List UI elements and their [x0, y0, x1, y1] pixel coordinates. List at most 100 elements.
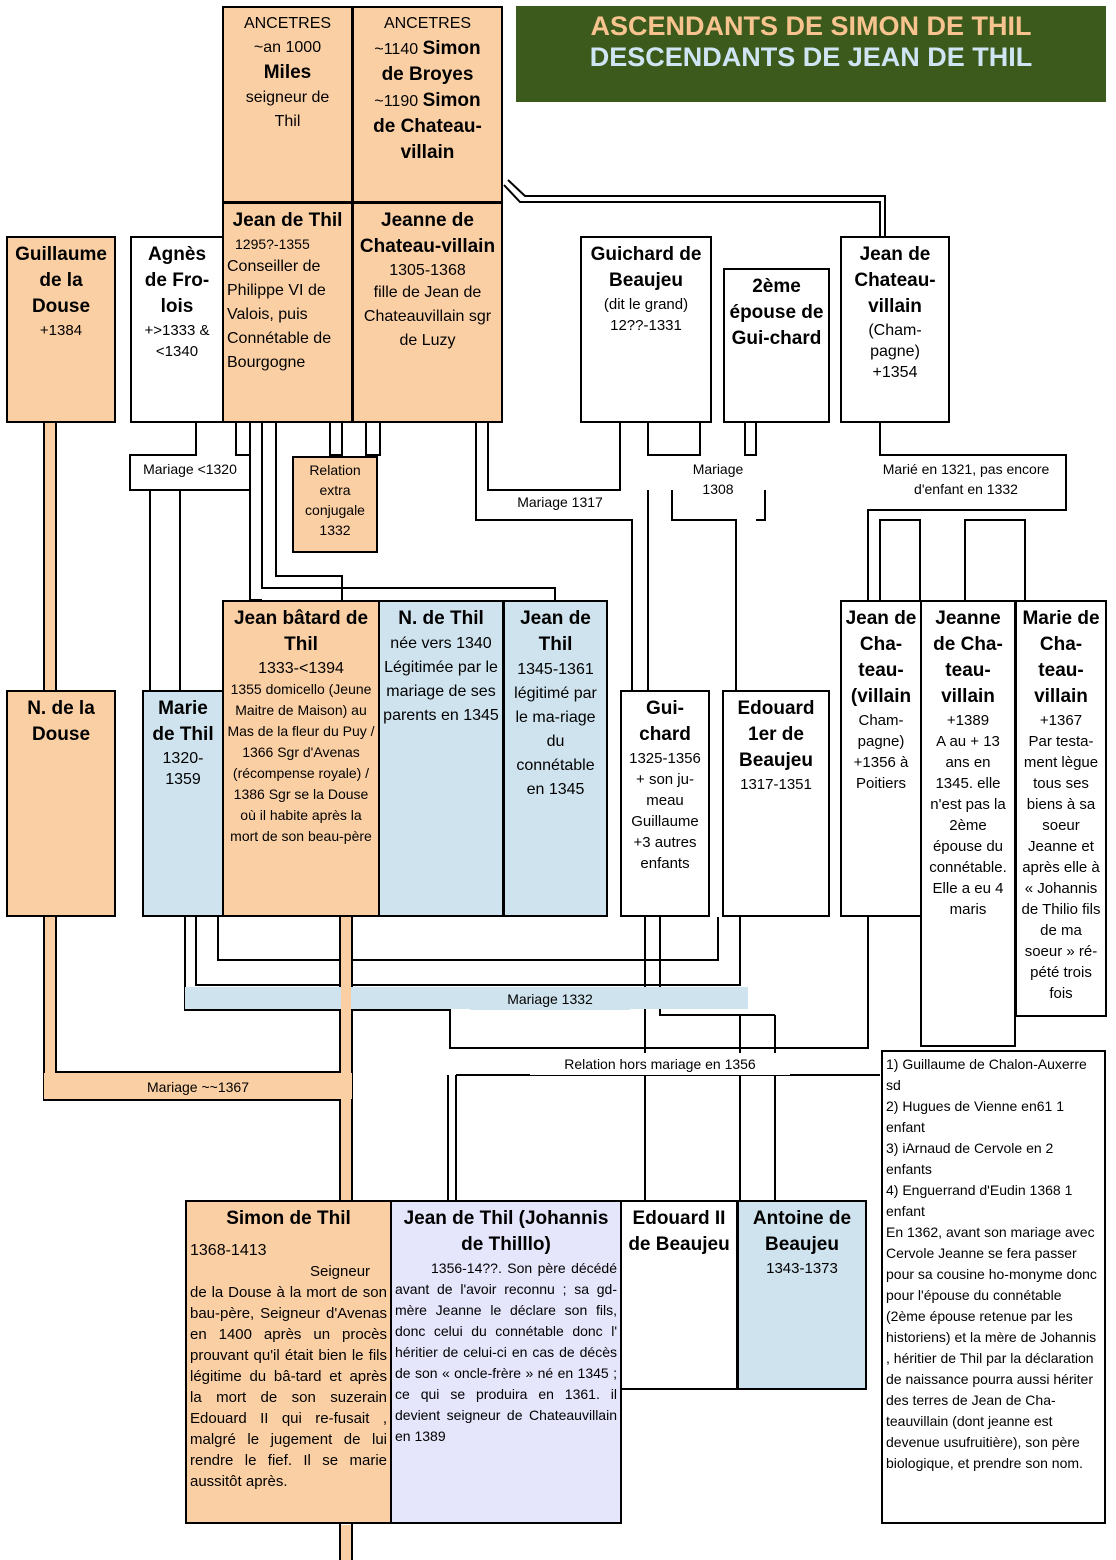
connector-mariage-1317: [487, 423, 621, 491]
chart-title: ASCENDANTS DE SIMON DE THIL DESCENDANTS …: [516, 6, 1106, 102]
person-dates: 1320-1359: [162, 750, 204, 788]
connector-ancestors: [503, 184, 881, 236]
note-line: En 1362, avant son mariage avec Cervole …: [886, 1224, 1097, 1471]
ancestors-date: ~an 1000: [253, 39, 322, 56]
person-dates: +1384: [39, 322, 83, 339]
person-name: N. de la Douse: [27, 698, 95, 745]
person-name: Jean bâtard de Thil: [233, 608, 369, 655]
ancestors-date: ~1190: [374, 93, 419, 110]
person-desc: Seigneur de la Douse à la mort de son ba…: [190, 1263, 387, 1490]
person-name: Agnès de Fro-lois: [144, 244, 210, 317]
title-line-1: ASCENDANTS DE SIMON DE THIL: [590, 11, 1032, 41]
person-dates: 1368-1413: [190, 1242, 267, 1259]
ancestors-heading: ANCETRES: [383, 15, 472, 32]
person-name: Gui-chard: [639, 698, 691, 745]
person-name: Jean de Chateau-villain: [854, 244, 936, 317]
title-line-2: DESCENDANTS DE JEAN DE THIL: [589, 42, 1033, 72]
note-line: 3) iArnaud de Cervole en 2 enfants: [886, 1140, 1054, 1177]
person-dates: 1295?-1355: [235, 236, 310, 252]
person-name: Antoine de Beaujeu: [752, 1208, 852, 1255]
person-name: Marie de Cha-teau-villain: [1022, 608, 1100, 707]
note-line: 2) Hugues de Vienne en61 1 enfant: [886, 1098, 1064, 1135]
person-desc: A au + 13 ans en 1345. elle n'est pas la…: [929, 733, 1007, 918]
ancestors-desc: seigneur de: [245, 89, 330, 106]
person-dates: 1356-14??.: [431, 1260, 502, 1276]
notes-jeanne-maris: 1) Guillaume de Chalon-Auxerre sd 2) Hug…: [881, 1050, 1106, 1524]
person-dates: 12??-1331: [610, 317, 682, 334]
person-desc: Légitimée par le mariage de ses parents …: [383, 659, 499, 724]
person-name: Jean de Thil: [232, 210, 343, 231]
label-relation-1332: Relation extra conjugale 1332: [292, 456, 378, 553]
person-epithet: (dit le grand): [603, 296, 689, 313]
ancestors-box-miles: ANCETRES ~an 1000 Miles seigneur de Thil: [222, 6, 353, 203]
label-marie-1321: Marié en 1321, pas encore d'enfant en 13…: [868, 458, 1064, 500]
person-jean-de-thil: Jean de Thil 1295?-1355 Conseiller de Ph…: [222, 202, 353, 423]
person-name: Edouard 1er de Beaujeu: [737, 698, 815, 771]
person-jeanne-de-chateauvillain: Jeanne de Chateau-villain 1305-1368 fill…: [352, 202, 503, 423]
person-desc: Conseiller de Philippe VI de Valois, pui…: [227, 258, 332, 371]
person-edouard-1er-de-beaujeu: Edouard 1er de Beaujeu 1317-1351: [722, 690, 830, 917]
person-jean-de-chateauvillain-fils: Jean de Cha-teau-(villain Cham-pagne) +1…: [840, 600, 922, 917]
ancestors-heading: ANCETRES: [243, 15, 332, 32]
person-dates: 1345-1361: [517, 661, 594, 678]
person-name: Guichard de Beaujeu: [590, 244, 702, 291]
person-jean-de-thil-johannis: Jean de Thil (Johannis de Thilllo) 1356-…: [390, 1200, 622, 1524]
person-edouard-ii-de-beaujeu: Edouard II de Beaujeu: [620, 1200, 738, 1390]
person-desc: + son ju-meau Guillaume +3 autres enfant…: [631, 771, 699, 872]
person-jean-de-chateauvillain-champagne: Jean de Chateau-villain (Cham-pagne) +13…: [840, 236, 950, 423]
person-jean-batard-de-thil: Jean bâtard de Thil 1333-<1394 1355 domi…: [222, 600, 380, 917]
ancestors-name: de Broyes: [381, 64, 474, 85]
label-mariage-1317: Mariage 1317: [505, 491, 615, 513]
connector-mariage-1308: [647, 423, 701, 456]
label-mariage-1308: Mariage 1308: [683, 458, 753, 498]
person-n-de-thil: N. de Thil née vers 1340 Légitimée par l…: [378, 600, 504, 917]
ancestors-name: villain: [400, 142, 455, 163]
connector-mariage-1320: [129, 423, 251, 491]
person-desc: Par testa-ment lègue tous ses biens à sa…: [1021, 733, 1101, 1002]
connector-marie-1321: [867, 423, 1067, 600]
person-name: 2ème épouse de Gui-chard: [729, 276, 824, 349]
person-guichard-fils: Gui-chard 1325-1356 + son ju-meau Guilla…: [620, 690, 710, 917]
person-dates: 1343-1373: [766, 1260, 838, 1277]
ancestors-name: Simon: [422, 90, 481, 111]
label-mariage-1367: Mariage ~~1367: [125, 1076, 271, 1098]
label-relation-1356: Relation hors mariage en 1356: [530, 1053, 790, 1075]
person-agnes-frolois: Agnès de Fro-lois +>1333 & <1340: [130, 236, 224, 423]
person-dates: 1325-1356: [629, 750, 701, 767]
person-dates: +1367: [1039, 712, 1083, 729]
note-line: 1) Guillaume de Chalon-Auxerre sd: [886, 1056, 1087, 1093]
person-dates: +1389: [946, 712, 990, 729]
person-desc: fille de Jean de Chateauvillain sgr de L…: [363, 284, 492, 349]
person-name: N. de Thil: [398, 608, 484, 629]
person-name: Jean de Thil (Johannis de Thilllo): [403, 1208, 609, 1255]
person-name: Jeanne de Chateau-villain: [359, 210, 496, 257]
person-name: Edouard II de Beaujeu: [628, 1208, 730, 1255]
ancestors-date: ~1140: [374, 41, 419, 58]
connector-relation-1332: [249, 423, 262, 601]
person-desc: 1355 domicello (Jeune Maitre de Maison) …: [227, 681, 375, 844]
person-name: Simon de Thil: [226, 1208, 351, 1229]
label-mariage-1320: Mariage <1320: [132, 458, 248, 480]
person-name: Jeanne de Cha-teau-villain: [933, 608, 1003, 707]
person-guichard-de-beaujeu: Guichard de Beaujeu (dit le grand) 12??-…: [580, 236, 712, 423]
person-antoine-de-beaujeu: Antoine de Beaujeu 1343-1373: [737, 1200, 867, 1390]
person-dates: +1354: [872, 364, 918, 381]
label-mariage-1332: Mariage 1332: [470, 988, 630, 1010]
person-name: Guillaume de la Douse: [15, 244, 107, 317]
person-dates: 1333-<1394: [258, 660, 344, 677]
ancestors-name: de Chateau-: [373, 116, 482, 137]
person-jean-de-thil-1345: Jean de Thil 1345-1361 légitimé par le m…: [503, 600, 608, 917]
person-name: Marie de Thil: [152, 698, 214, 745]
person-desc: légitimé par le ma-riage du connétable e…: [514, 685, 597, 798]
ancestors-name: Miles: [263, 62, 312, 83]
ancestors-name: Simon: [422, 38, 481, 59]
person-dates: née vers 1340: [390, 635, 492, 652]
person-guillaume-douse: Guillaume de la Douse +1384: [6, 236, 116, 423]
person-dates: +>1333 & <1340: [144, 322, 210, 360]
person-2eme-epouse: 2ème épouse de Gui-chard: [723, 268, 830, 423]
person-region: Cham-pagne): [857, 712, 905, 750]
person-dates: 1317-1351: [740, 776, 812, 793]
person-name: Jean de Cha-teau-(villain: [845, 608, 917, 707]
person-jeanne-de-chateauvillain-fille: Jeanne de Cha-teau-villain +1389 A au + …: [920, 600, 1016, 1047]
